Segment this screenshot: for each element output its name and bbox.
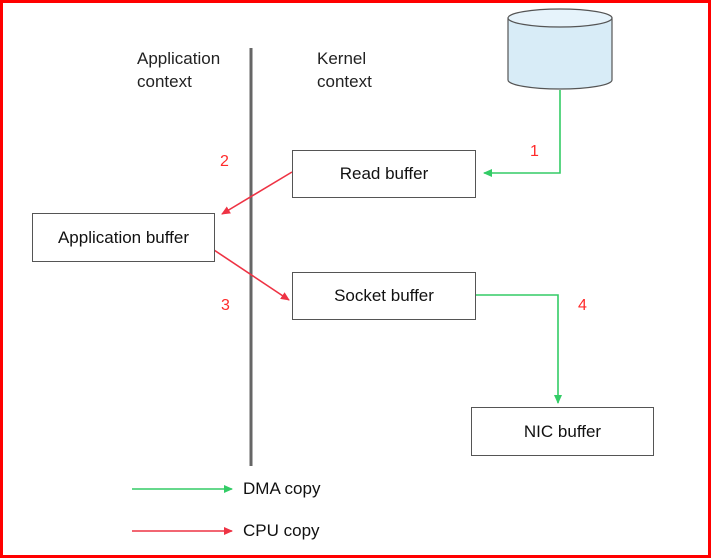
legend-dma-label: DMA copy	[243, 479, 321, 498]
application-context-label: Application context	[137, 49, 221, 91]
cpu-arrow-read-to-application-buffer	[221, 171, 293, 215]
disk-icon	[507, 8, 613, 90]
step-3-label: 3	[221, 297, 230, 314]
dma-arrow-socket-to-nic-buffer	[475, 294, 562, 404]
read-buffer-box: Read buffer	[292, 150, 476, 198]
application-buffer-box: Application buffer	[32, 213, 215, 262]
nic-buffer-box: NIC buffer	[471, 407, 654, 456]
cpu-arrow-application-to-socket-buffer	[213, 249, 290, 301]
socket-buffer-box: Socket buffer	[292, 272, 476, 320]
step-2-label: 2	[220, 153, 229, 170]
kernel-context-label: Kernel context	[317, 49, 372, 91]
dma-arrow-disk-to-read-buffer	[483, 90, 561, 177]
legend-cpu-label: CPU copy	[243, 521, 320, 540]
step-4-label: 4	[578, 297, 587, 314]
step-1-label: 1	[530, 143, 539, 160]
